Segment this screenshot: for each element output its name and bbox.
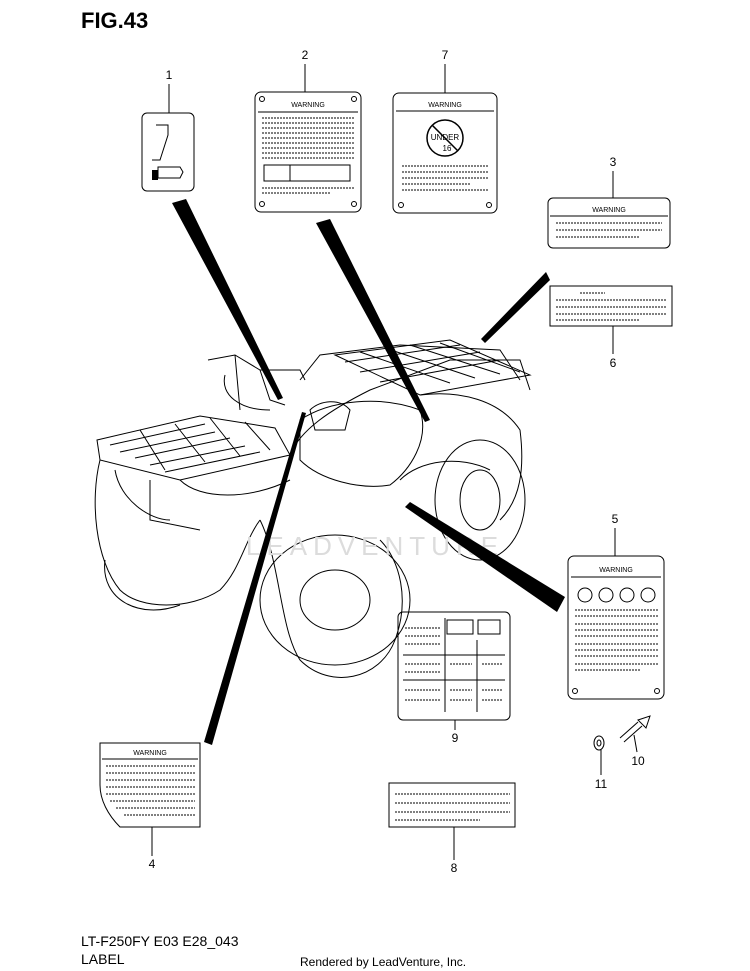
svg-text:WARNING: WARNING: [428, 102, 462, 109]
model-code: LT-F250FY E03 E28_043: [81, 933, 239, 949]
section-label: LABEL: [81, 951, 125, 967]
rivet-part-10: [619, 715, 651, 743]
svg-text:WARNING: WARNING: [291, 102, 325, 109]
callout-9: 9: [452, 731, 459, 745]
label-7: WARNING UNDER 16: [392, 92, 498, 214]
svg-text:16: 16: [443, 144, 452, 153]
callout-3: 3: [610, 155, 617, 169]
leader-wedge-5: [405, 502, 565, 612]
callout-5: 5: [612, 512, 619, 526]
svg-text:WARNING: WARNING: [599, 567, 633, 574]
leader-wedge-2: [316, 219, 430, 422]
washer-part-11: [593, 735, 605, 751]
svg-text:UNDER: UNDER: [431, 133, 460, 142]
rendered-by: Rendered by LeadVenture, Inc.: [300, 955, 467, 969]
callout-8: 8: [451, 861, 458, 875]
label-1: [141, 112, 195, 192]
label-6: [549, 285, 673, 327]
leader-wedge-4: [204, 412, 306, 745]
figure-title: FIG.43: [81, 8, 149, 33]
callout-6: 6: [610, 356, 617, 370]
callout-4: 4: [149, 857, 156, 871]
callout-2: 2: [302, 48, 309, 62]
label-9: [397, 611, 511, 721]
label-2: WARNING: [254, 91, 362, 213]
callout-leaders: [151, 64, 638, 860]
callout-numbers: 1 2 3 4 5 6 7 8 9 10 11: [149, 48, 645, 875]
leader-wedge-6: [481, 272, 550, 343]
callout-10: 10: [631, 754, 645, 768]
label-5: WARNING: [567, 555, 665, 700]
label-3: WARNING: [547, 197, 671, 249]
svg-text:WARNING: WARNING: [592, 207, 626, 214]
atv-illustration: [94, 339, 532, 678]
callout-11: 11: [595, 777, 608, 791]
callout-7: 7: [442, 48, 449, 62]
svg-text:WARNING: WARNING: [133, 750, 167, 757]
label-8: [388, 782, 516, 828]
leader-wedge-1: [172, 199, 283, 400]
callout-1: 1: [166, 68, 173, 82]
leader-wedges: [172, 199, 565, 745]
label-4: WARNING: [99, 742, 201, 828]
